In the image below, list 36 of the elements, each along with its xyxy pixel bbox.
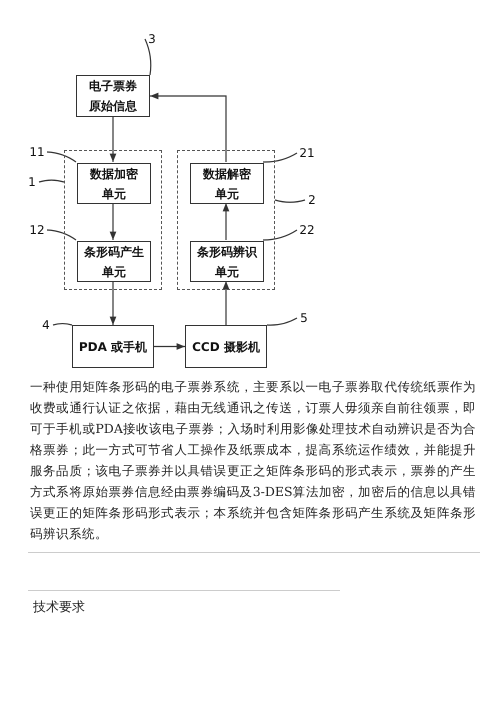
arrow: [110, 281, 116, 325]
leader-line: [144, 38, 152, 76]
section-heading: 技术要求: [33, 599, 85, 616]
callout-number: 3: [146, 32, 158, 46]
callout-number: 22: [298, 223, 316, 237]
leader-line: [46, 229, 76, 240]
callout-number: 1: [26, 175, 38, 189]
process-box: 条形码产生单元: [77, 241, 151, 282]
arrow: [110, 203, 116, 240]
arrow: [110, 117, 116, 162]
leader-line: [263, 152, 298, 163]
leader-line: [38, 180, 64, 183]
process-box: 电子票券原始信息: [76, 75, 150, 117]
process-box: 条形码辨识单元: [190, 241, 264, 282]
callout-number: 11: [28, 145, 46, 159]
dashed-group-box: [177, 150, 275, 290]
arrow: [150, 92, 227, 162]
callout-number: 5: [298, 311, 310, 325]
arrow: [154, 343, 185, 350]
dashed-group-box: [64, 150, 162, 290]
leader-line: [46, 151, 76, 162]
description-paragraph: 一种使用矩阵条形码的电子票券系统，主要系以一电子票券取代传统纸票作为收费或通行认证之依据，藉由无线通讯之传送，订票人毋须亲自前往领票，即可于手机或PDA接收该电子票券；入场时利用影像处理技术自动辨识是否为合格票券；此一方式可节省人工操作及纸票成本，提高系统运作绩效，并能提升服务品质；该电子票券并以具错误更正之矩阵条形码的形式表示，票券的产生方式系将原始票券信息经由票券编码及3-DES算法加密，加密后的信息以具错误更正的矩阵条形码形式表示；本系统并包含矩阵条形码产生系统及矩阵条形码辨识系统。: [30, 378, 476, 543]
callout-number: 2: [306, 193, 318, 207]
callout-number: 21: [298, 146, 316, 160]
process-box: 数据加密单元: [77, 163, 151, 204]
callout-number: 4: [40, 318, 52, 332]
callout-number: 12: [28, 223, 46, 237]
arrow: [222, 203, 230, 240]
process-box: CCD 摄影机: [185, 325, 267, 368]
leader-line: [266, 317, 298, 326]
leader-line: [263, 229, 298, 241]
arrow: [222, 281, 230, 325]
leader-line: [52, 323, 72, 326]
process-box: 数据解密单元: [190, 163, 264, 204]
leader-line: [274, 199, 306, 203]
process-box: PDA 或手机: [72, 325, 154, 368]
